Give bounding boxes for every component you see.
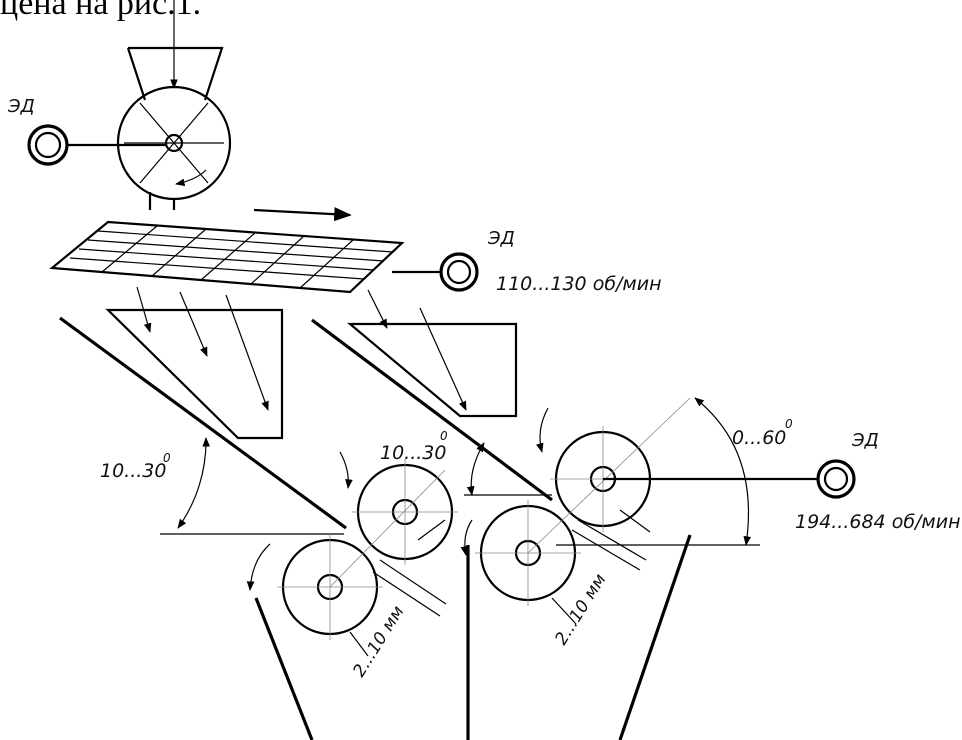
feeder-blades: [124, 102, 224, 184]
degree-mark: 0: [440, 429, 448, 443]
degree-mark: 0: [163, 451, 171, 465]
header-text: цена на рис.1.: [0, 0, 201, 22]
left-chute: 10...30 0: [59, 308, 347, 535]
degree-mark: 0: [785, 417, 793, 431]
gap-label: 2...10 мм: [349, 602, 408, 680]
collectors: [254, 534, 692, 740]
hopper: [126, 46, 224, 101]
motor-inner-ring: [446, 259, 472, 285]
motor-speed-label: 194...684 об/мин: [795, 511, 961, 533]
motor-inner-ring: [823, 466, 849, 492]
right-chute: 10...30 0: [311, 318, 553, 502]
motor-inner-ring: [34, 131, 62, 159]
left-funnel: [105, 308, 284, 440]
right-funnel: [346, 322, 518, 418]
motor-label: ЭД: [7, 96, 35, 117]
right-roll-pair: 0...60 0 ЭД 194...684 об/мин 2...10 мм: [460, 397, 961, 649]
angle-label: 10...30: [100, 460, 166, 482]
motor-label: ЭД: [851, 430, 879, 451]
right-slide-plate: [311, 318, 553, 502]
left-slide-plate: [59, 316, 347, 530]
gap-label: 2...10 мм: [551, 570, 610, 648]
angle-label: 10...30: [380, 442, 446, 464]
feeder: ЭД: [7, 0, 232, 210]
motor-icon: [439, 252, 479, 292]
motor-icon: [816, 459, 856, 499]
angle-arc: [694, 397, 752, 546]
motor-label: ЭД: [487, 228, 515, 249]
angle-arc: [466, 442, 485, 496]
feeder-outlet: [148, 192, 176, 210]
rotation-arrow: [175, 169, 207, 187]
flow-arrows: [136, 286, 467, 411]
motor-icon: [27, 124, 69, 166]
sieve-motion-arrow: [253, 207, 352, 222]
motor-speed-label: 110...130 об/мин: [496, 273, 662, 295]
angle-arc: [177, 437, 210, 529]
sieve: ЭД 110...130 об/мин: [49, 207, 662, 295]
angle-label: 0...60: [732, 427, 786, 449]
left-roll-pair: 2...10 мм: [246, 451, 458, 681]
